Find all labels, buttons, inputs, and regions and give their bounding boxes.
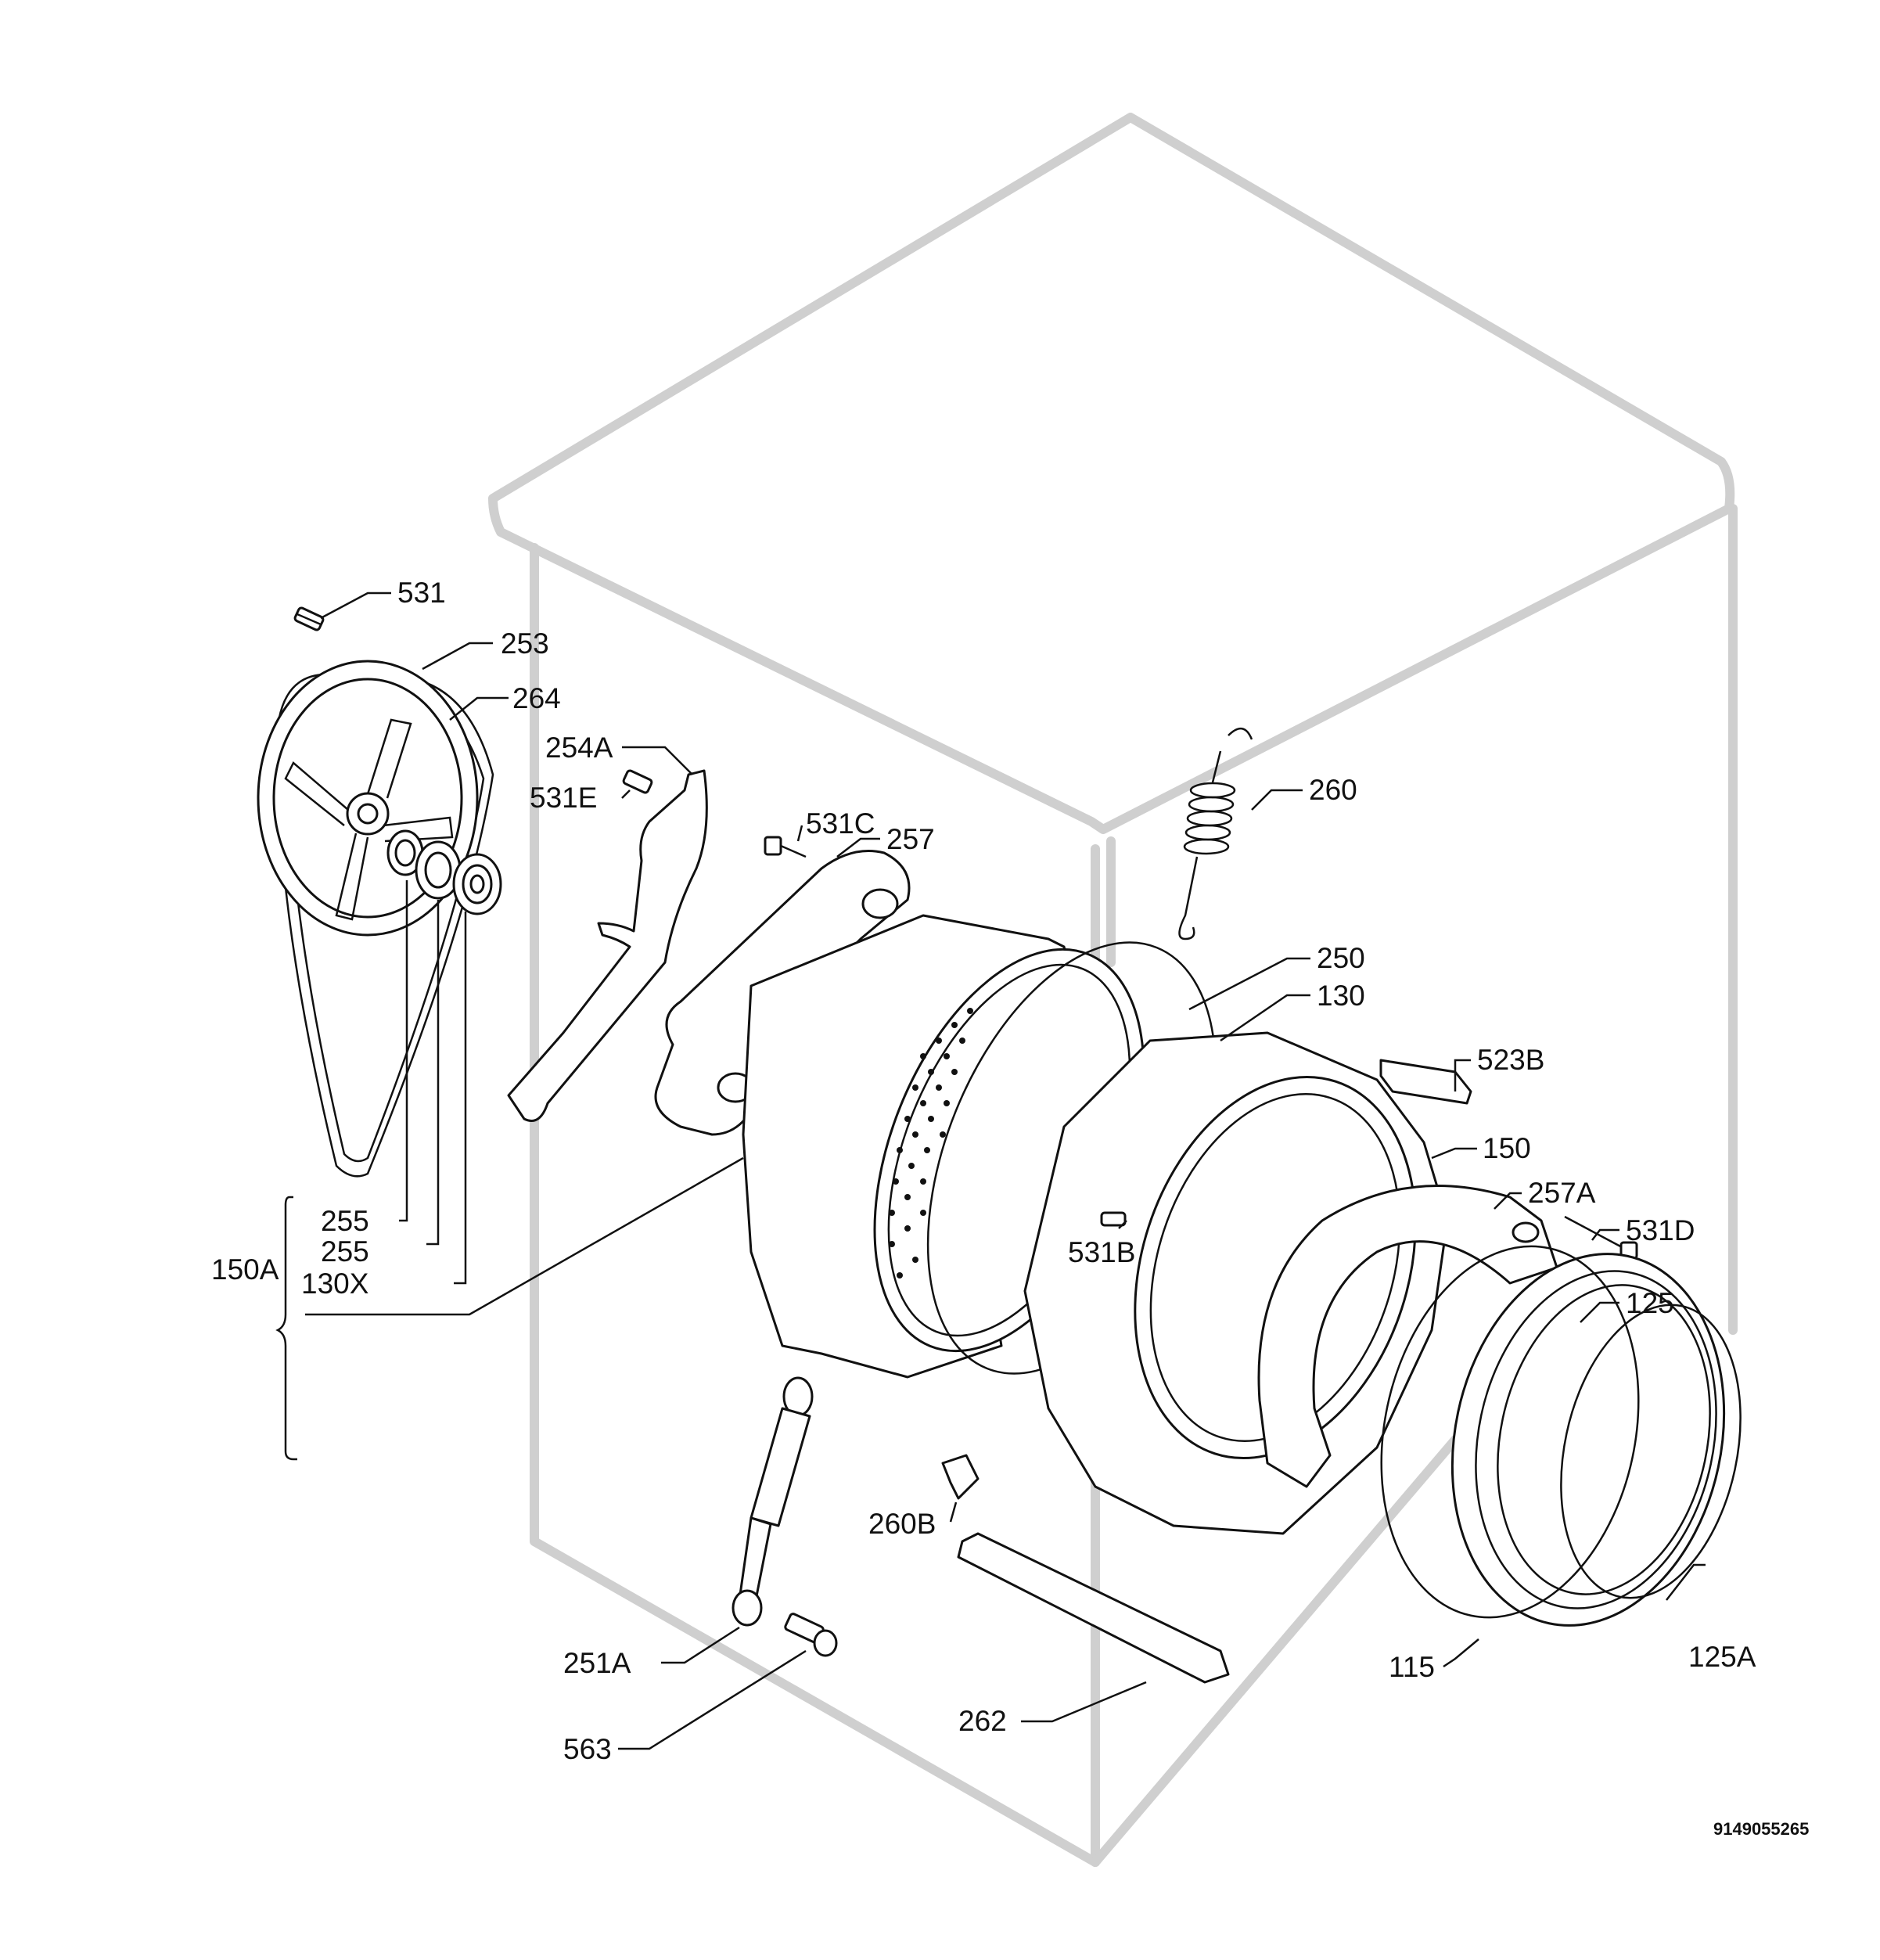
clip-260B [941, 1454, 980, 1500]
tub-150 [1023, 1031, 1449, 1535]
label-531D: 531D [1626, 1214, 1695, 1246]
bearing-130X [452, 853, 502, 915]
pin-563 [784, 1613, 838, 1657]
label-260: 260 [1309, 774, 1357, 806]
drawing-code: 9149055265 [1713, 1819, 1809, 1839]
label-251A: 251A [563, 1647, 631, 1679]
screw-531B [1100, 1211, 1127, 1227]
label-125: 125 [1626, 1287, 1674, 1319]
label-125A: 125A [1688, 1641, 1756, 1673]
label-531B: 531B [1068, 1236, 1135, 1268]
bearing-255 [415, 840, 462, 900]
bracket-254A [507, 769, 708, 1122]
label-531C: 531C [806, 807, 875, 840]
label-563: 563 [563, 1733, 612, 1765]
screw-531E [622, 769, 653, 794]
bellows-115 [1450, 1253, 1726, 1627]
shock-absorber-251A [732, 1376, 814, 1627]
bracket-523B [1379, 1059, 1472, 1105]
label-255-bearing: 255 [321, 1235, 369, 1268]
label-130: 130 [1317, 980, 1365, 1012]
spring-260 [1178, 728, 1253, 940]
label-264: 264 [512, 682, 561, 714]
label-150: 150 [1483, 1132, 1531, 1164]
screw-531C [764, 836, 807, 858]
leader-lines [275, 592, 1706, 1750]
plate-262 [957, 1532, 1230, 1684]
label-260B: 260B [868, 1508, 936, 1540]
label-257: 257 [886, 823, 935, 855]
label-531E: 531E [530, 782, 597, 814]
label-253: 253 [501, 628, 549, 660]
screw-531 [293, 606, 325, 631]
label-531: 531 [397, 577, 446, 609]
label-255-seal: 255 [321, 1205, 369, 1237]
label-150A: 150A [211, 1253, 279, 1286]
label-115: 115 [1389, 1651, 1435, 1683]
label-257A: 257A [1528, 1177, 1596, 1209]
clamp-ring-125A [1560, 1304, 1742, 1599]
label-262: 262 [958, 1705, 1007, 1737]
label-130X: 130X [301, 1268, 368, 1300]
label-250: 250 [1317, 942, 1365, 974]
label-254A: 254A [545, 732, 613, 764]
label-523B: 523B [1477, 1044, 1544, 1076]
clamp-ring-125 [1380, 1245, 1640, 1619]
